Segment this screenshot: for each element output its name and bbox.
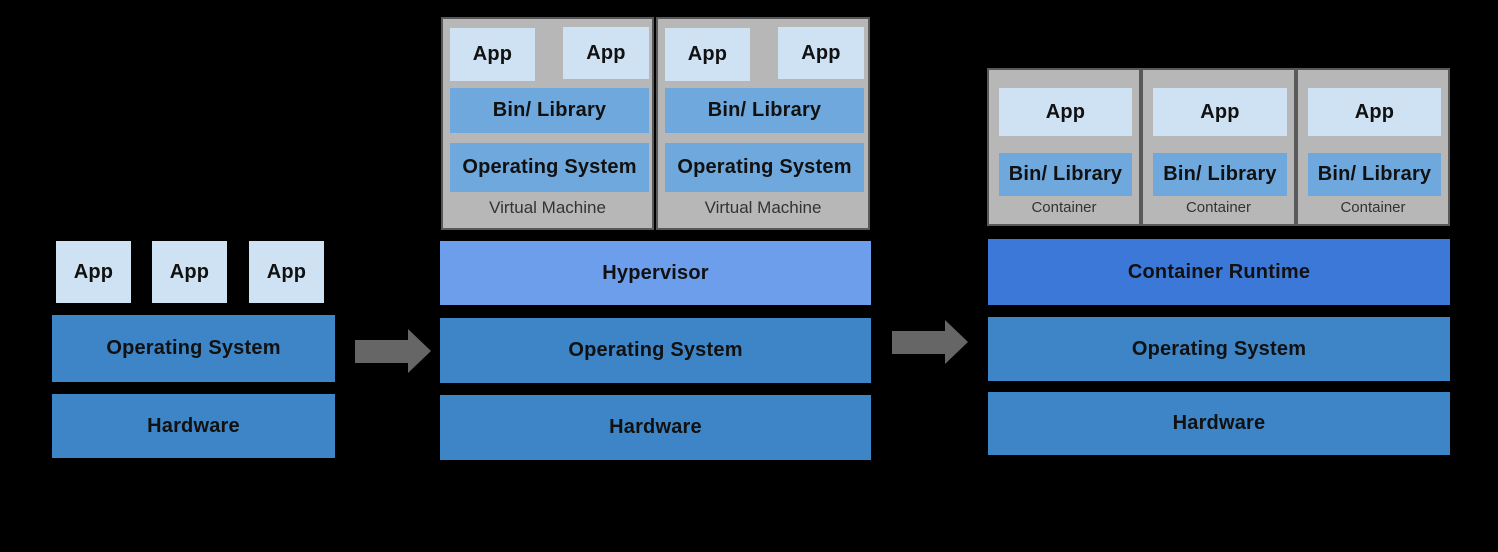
container-caption: Container [1031, 199, 1097, 216]
app-box: App [999, 88, 1132, 136]
bin-library-bar: Bin/ Library [665, 88, 864, 133]
container-panel: App Bin/ Library Container [1296, 68, 1450, 226]
bin-library-bar: Bin/ Library [450, 88, 649, 133]
bin-library-bar: Bin/ Library [999, 153, 1132, 196]
container-runtime-bar: Container Runtime [988, 239, 1450, 305]
vm-operating-system-bar: Operating System [665, 143, 864, 192]
container-panel: App Bin/ Library Container [1141, 68, 1296, 226]
app-box: App [56, 241, 131, 303]
arrow-right-icon [892, 320, 968, 364]
bin-library-bar: Bin/ Library [1153, 153, 1287, 196]
app-box: App [249, 241, 324, 303]
hardware-bar: Hardware [440, 395, 871, 460]
hardware-bar: Hardware [988, 392, 1450, 455]
app-box: App [450, 28, 535, 81]
virtual-machine-caption: Virtual Machine [489, 198, 606, 217]
hypervisor-bar: Hypervisor [440, 241, 871, 305]
app-box: App [778, 27, 864, 79]
vm-operating-system-bar: Operating System [450, 143, 649, 192]
virtual-machine-panel: App App Bin/ Library Operating System Vi… [441, 17, 654, 230]
virtual-machine-panel: App App Bin/ Library Operating System Vi… [656, 17, 870, 230]
app-box: App [1308, 88, 1441, 136]
container-caption: Container [1185, 199, 1252, 216]
operating-system-bar: Operating System [52, 315, 335, 382]
arrow-right-icon [355, 329, 431, 373]
app-box: App [563, 27, 649, 79]
virtual-machine-caption: Virtual Machine [704, 198, 822, 217]
bin-library-bar: Bin/ Library [1308, 153, 1441, 196]
container-caption: Container [1340, 199, 1406, 216]
operating-system-bar: Operating System [988, 317, 1450, 381]
container-panel: App Bin/ Library Container [987, 68, 1141, 226]
app-box: App [152, 241, 227, 303]
operating-system-bar: Operating System [440, 318, 871, 383]
app-box: App [665, 28, 750, 81]
app-box: App [1153, 88, 1287, 136]
hardware-bar: Hardware [52, 394, 335, 458]
